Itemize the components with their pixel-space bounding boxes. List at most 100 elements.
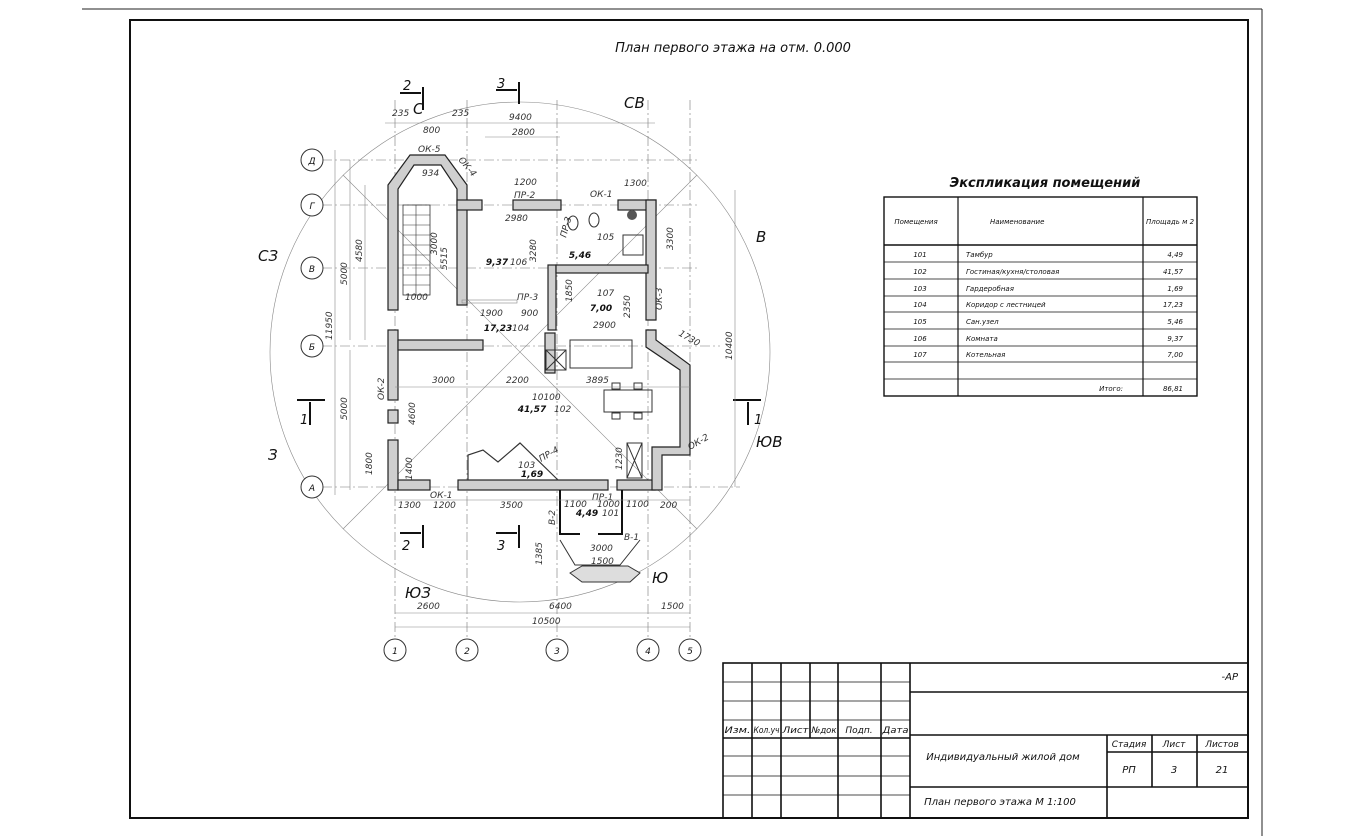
dimension-label: 2350	[623, 295, 633, 318]
dimension-label: 1500	[591, 557, 614, 567]
col-date: Дата	[881, 726, 908, 736]
dimension-label: 3895	[586, 376, 609, 386]
room-number-104: 104	[512, 324, 529, 334]
total-value: 86,81	[1163, 385, 1183, 393]
table-cell: 105	[913, 318, 927, 326]
diagonal-line	[342, 174, 698, 530]
dimension-label: 2600	[417, 602, 440, 612]
drawing-name: План первого этажа М 1:100	[924, 797, 1076, 808]
dimension-label: 5000	[340, 397, 350, 420]
sheets-label: Листов	[1204, 740, 1239, 750]
dimension-label: 10100	[532, 393, 561, 403]
col-izm: Изм.	[725, 726, 751, 736]
table-cell: Комната	[966, 335, 998, 343]
axis-label-b: Б	[309, 343, 315, 353]
dimension-label: 1500	[661, 602, 684, 612]
axis-label-2: 2	[464, 647, 470, 657]
sheet-value: 3	[1171, 765, 1177, 776]
explication-title: Экспликация помещений	[950, 176, 1141, 191]
dimension-label: 3500	[500, 501, 523, 511]
section-2-top: 2	[403, 79, 411, 94]
opening-tag: ОК-1	[430, 491, 452, 501]
table-row: 106 Комната 9,37	[913, 335, 1183, 343]
walls	[387, 154, 691, 491]
axis-label-v: В	[309, 265, 315, 275]
vestibule	[559, 490, 641, 583]
table-cell: 9,37	[1167, 335, 1183, 343]
dimension-label: 1100	[564, 500, 587, 510]
compass-directions: С СВ В ЮВ Ю ЮЗ З СЗ	[258, 94, 782, 602]
section-marks: 2 2 3 3 1 1	[297, 77, 762, 554]
opening-tag: ПР-1	[592, 493, 613, 503]
staircase	[402, 204, 431, 296]
room-labels: 9,37 5,46 7,00 17,23 41,57 1,69 4,49 106…	[484, 233, 619, 519]
table-cell: 7,00	[1167, 351, 1183, 359]
table-cell: Котельная	[966, 351, 1005, 359]
dimension-label: 2200	[506, 376, 529, 386]
dimension-label: 9400	[509, 113, 532, 123]
floor-plan: Д Г В Б А 1 2 3 4 5	[258, 77, 782, 662]
stage-value: РП	[1122, 765, 1136, 776]
dimension-label: 3300	[666, 227, 676, 250]
axis-label-a: А	[308, 484, 315, 494]
table-cell: 107	[913, 351, 927, 359]
dimension-label: 11950	[325, 311, 335, 340]
table-cell: 41,57	[1163, 268, 1184, 276]
dimension-label: 900	[521, 309, 538, 319]
direction-sw: ЮЗ	[405, 584, 431, 602]
dimension-label: 4580	[355, 239, 365, 262]
opening-tag: ОК-1	[590, 190, 612, 200]
dimension-lines	[334, 122, 736, 628]
opening-tag: В-2	[548, 510, 558, 525]
dimension-label: 1000	[405, 293, 428, 303]
direction-ne: СВ	[624, 94, 645, 112]
room-number-107: 107	[597, 289, 614, 299]
col-sign: Подп.	[845, 726, 872, 736]
room-area-101: 4,49	[575, 509, 598, 519]
table-cell: Коридор с лестницей	[966, 301, 1046, 309]
axis-label-1: 1	[392, 647, 398, 657]
title-block: -АР Изм. Кол.уч Лист №док Подп. Дата Инд…	[722, 662, 1249, 819]
dimension-label: 6400	[549, 602, 572, 612]
col-doc: №док	[811, 726, 837, 736]
col-list: Лист	[781, 726, 809, 736]
table-cell: Гостиная/кухня/столовая	[966, 268, 1059, 276]
table-cell: 106	[913, 335, 927, 343]
dimension-label: 1900	[480, 309, 503, 319]
dimension-label: 934	[422, 169, 439, 179]
opening-tag: ОК-2	[377, 377, 387, 400]
dimension-label: 1400	[405, 457, 415, 480]
sheet-title: План первого этажа на отм. 0.000	[615, 41, 851, 56]
dimension-label: 3280	[529, 239, 539, 262]
table-cell: 102	[913, 268, 927, 276]
col-kol: Кол.уч	[754, 726, 780, 736]
kitchen-unit	[545, 339, 633, 371]
direction-nw: СЗ	[258, 247, 278, 265]
dimension-label: 1200	[433, 501, 456, 511]
dimension-label: 10500	[532, 617, 561, 627]
opening-tag: ПР-3	[517, 293, 538, 303]
dimension-label: 2980	[505, 214, 528, 224]
dimension-label: 10400	[725, 331, 735, 360]
table-cell: 101	[913, 251, 926, 259]
sheets-value: 21	[1216, 765, 1229, 776]
dimension-label: 2900	[593, 321, 616, 331]
section-3-bottom: 3	[497, 539, 505, 554]
dining-table	[603, 382, 653, 420]
dimension-label: 1100	[626, 500, 649, 510]
explication-table: Экспликация помещений Помещения Наименов…	[883, 176, 1198, 397]
room-area-102: 41,57	[517, 405, 547, 415]
dimension-label: 2800	[512, 128, 535, 138]
table-cell: 17,23	[1163, 301, 1183, 309]
axis-markers-letters: Д Г В Б А	[300, 148, 324, 499]
room-area-107: 7,00	[590, 304, 612, 314]
table-row: 107 Котельная 7,00	[913, 351, 1183, 359]
section-2-bottom: 2	[402, 539, 410, 554]
drawing-frame	[129, 19, 1249, 819]
dimension-label: 1230	[615, 447, 625, 470]
direction-n: С	[413, 100, 424, 118]
room-number-103: 103	[518, 461, 535, 471]
